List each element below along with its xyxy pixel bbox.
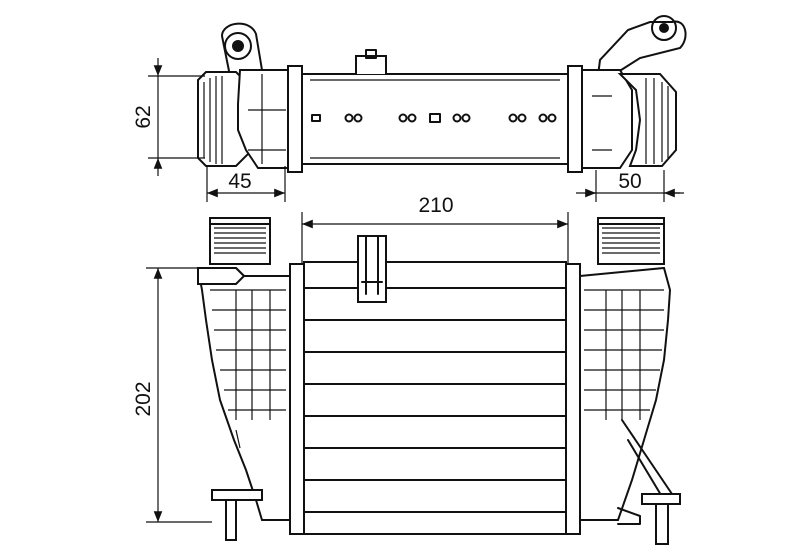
left-inlet-pipe: [209, 217, 271, 265]
left-mounting-bracket: [220, 22, 264, 82]
front-view: 210: [132, 194, 681, 545]
left-tank-front: [196, 267, 291, 541]
core-front: [289, 235, 581, 535]
right-outlet-pipe: [597, 217, 665, 265]
top-view: 62 45 50: [132, 15, 687, 202]
dim-height-top: 62: [132, 58, 205, 176]
height-front-label: 202: [132, 381, 155, 416]
core-top: [287, 49, 583, 173]
dim-height-front: 202: [132, 267, 212, 523]
right-tank-width-label: 50: [618, 170, 641, 193]
left-tank-top: [197, 69, 289, 169]
core-fins: [303, 287, 567, 513]
right-mounting-bracket: [596, 15, 687, 78]
dim-core-width: 210: [301, 194, 569, 264]
core-width-label: 210: [418, 194, 453, 217]
left-tank-width-label: 45: [228, 170, 251, 193]
dim-left-tank-width: 45: [206, 166, 286, 202]
dim-right-tank-width: 50: [576, 170, 684, 202]
height-top-label: 62: [132, 105, 155, 128]
right-tank-front: [579, 266, 681, 545]
right-tank-top: [581, 69, 677, 169]
